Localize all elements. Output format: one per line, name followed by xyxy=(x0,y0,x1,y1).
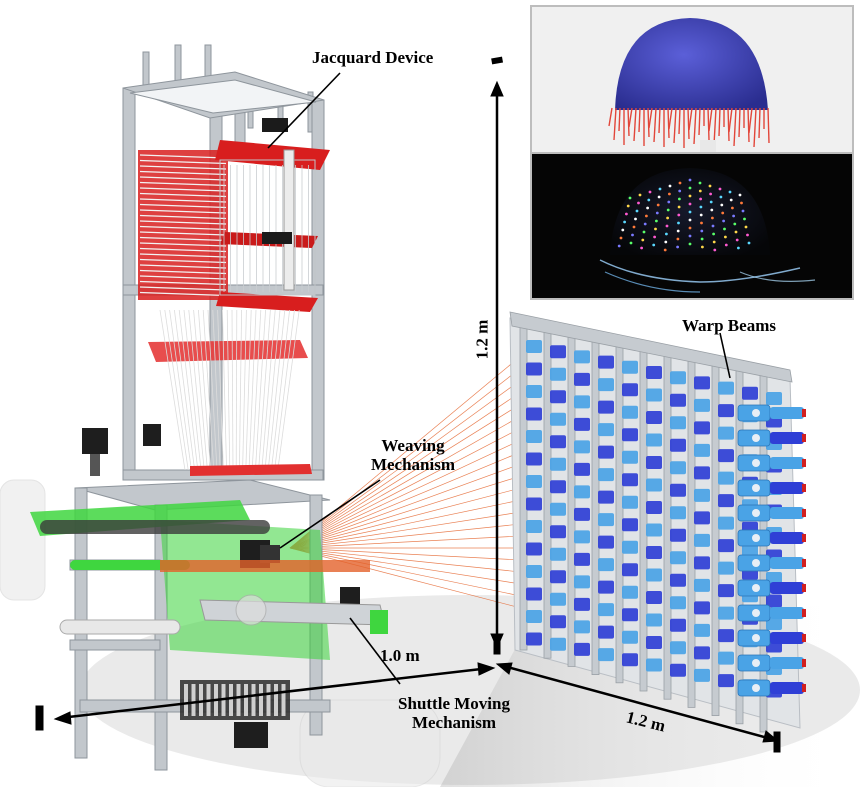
label-weaving-line1: Weaving xyxy=(381,436,445,455)
photo-cap-daylight xyxy=(530,5,854,154)
photo-cap-illuminated xyxy=(530,152,854,300)
label-jacquard-device: Jacquard Device xyxy=(312,48,434,67)
label-shuttle-line1: Shuttle Moving xyxy=(398,694,510,713)
harness-cords xyxy=(159,309,300,471)
weaving-mechanism xyxy=(30,464,370,660)
label-shuttle-moving-mechanism: Shuttle Moving Mechanism xyxy=(384,694,524,732)
label-shuttle-line2: Mechanism xyxy=(411,713,497,732)
label-weaving-mechanism: Weaving Mechanism xyxy=(368,436,458,474)
dimension-lines xyxy=(35,56,781,753)
warp-yarns xyxy=(289,339,541,614)
label-weaving-line2: Mechanism xyxy=(370,455,456,474)
stepper-motors xyxy=(82,424,360,748)
robot-arm xyxy=(0,479,441,787)
jacquard-device xyxy=(138,118,330,362)
label-warp-beams: Warp Beams xyxy=(682,316,776,335)
dimension-height-label: 1.2 m xyxy=(472,319,492,360)
warp-beams-panel xyxy=(509,311,806,733)
dimension-depth-label: 1.0 m xyxy=(380,646,420,665)
